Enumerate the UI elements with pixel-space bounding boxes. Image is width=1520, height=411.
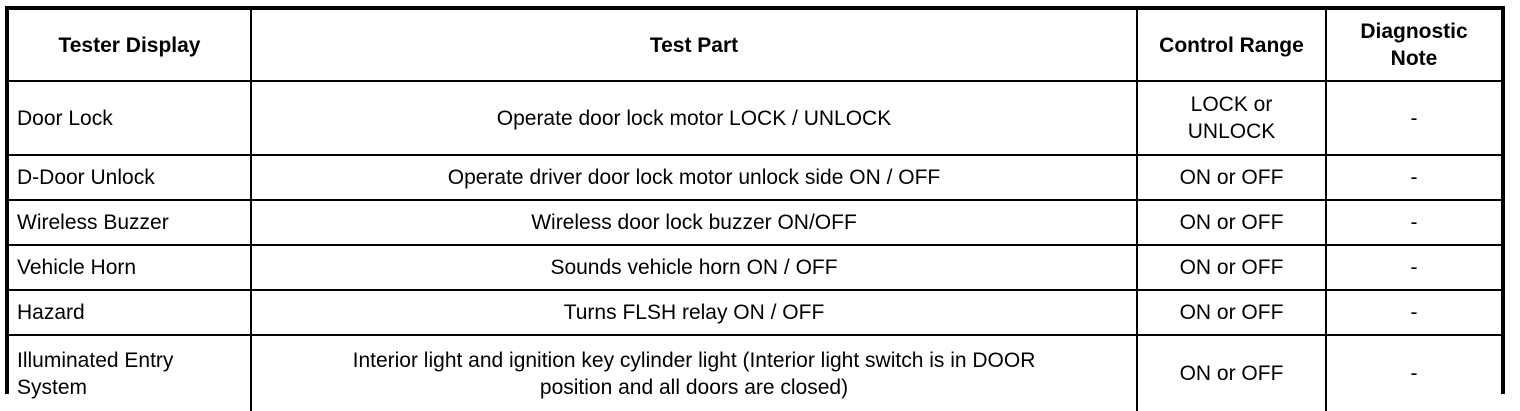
active-test-table-container: Tester Display Test Part Control Range D…: [5, 6, 1505, 411]
cell-diagnostic-note: -: [1326, 335, 1501, 411]
cell-diagnostic-note: -: [1326, 155, 1501, 201]
cell-test-part: Operate door lock motor LOCK / UNLOCK: [251, 81, 1138, 156]
cell-tester-display: D-Door Unlock: [9, 155, 252, 201]
cell-diagnostic-note: -: [1326, 200, 1501, 246]
cell-tester-display: Vehicle Horn: [9, 245, 252, 291]
cell-tester-display: Hazard: [9, 290, 252, 336]
cell-tester-display: Door Lock: [9, 81, 252, 156]
table-row: Vehicle Horn Sounds vehicle horn ON / OF…: [9, 245, 1501, 291]
column-header-diagnostic-note: Diagnostic Note: [1326, 10, 1501, 82]
cell-tester-display: Illuminated Entry System: [9, 335, 252, 411]
cell-control-range: ON or OFF: [1137, 245, 1327, 291]
header-row: Tester Display Test Part Control Range D…: [9, 10, 1501, 82]
table-row: Door Lock Operate door lock motor LOCK /…: [9, 81, 1501, 156]
cell-control-range: LOCK or UNLOCK: [1137, 81, 1327, 156]
cell-diagnostic-note: -: [1326, 290, 1501, 336]
table-row: Wireless Buzzer Wireless door lock buzze…: [9, 200, 1501, 246]
cell-control-range: ON or OFF: [1137, 290, 1327, 336]
cell-test-part: Interior light and ignition key cylinder…: [251, 335, 1138, 411]
cell-diagnostic-note: -: [1326, 245, 1501, 291]
table-body: Door Lock Operate door lock motor LOCK /…: [9, 81, 1501, 411]
cell-test-part: Turns FLSH relay ON / OFF: [251, 290, 1138, 336]
column-header-tester-display: Tester Display: [9, 10, 252, 82]
page-root: Tester Display Test Part Control Range D…: [5, 6, 1505, 411]
active-test-table: Tester Display Test Part Control Range D…: [9, 10, 1501, 411]
table-row: Illuminated Entry System Interior light …: [9, 335, 1501, 411]
cell-control-range: ON or OFF: [1137, 155, 1327, 201]
column-header-test-part: Test Part: [251, 10, 1138, 82]
cell-test-part: Operate driver door lock motor unlock si…: [251, 155, 1138, 201]
table-row: D-Door Unlock Operate driver door lock m…: [9, 155, 1501, 201]
cell-control-range: ON or OFF: [1137, 200, 1327, 246]
table-row: Hazard Turns FLSH relay ON / OFF ON or O…: [9, 290, 1501, 336]
cell-test-part: Wireless door lock buzzer ON/OFF: [251, 200, 1138, 246]
cell-diagnostic-note: -: [1326, 81, 1501, 156]
column-header-control-range: Control Range: [1137, 10, 1327, 82]
table-header: Tester Display Test Part Control Range D…: [9, 10, 1501, 82]
cell-control-range: ON or OFF: [1137, 335, 1327, 411]
cell-test-part: Sounds vehicle horn ON / OFF: [251, 245, 1138, 291]
cell-tester-display: Wireless Buzzer: [9, 200, 252, 246]
